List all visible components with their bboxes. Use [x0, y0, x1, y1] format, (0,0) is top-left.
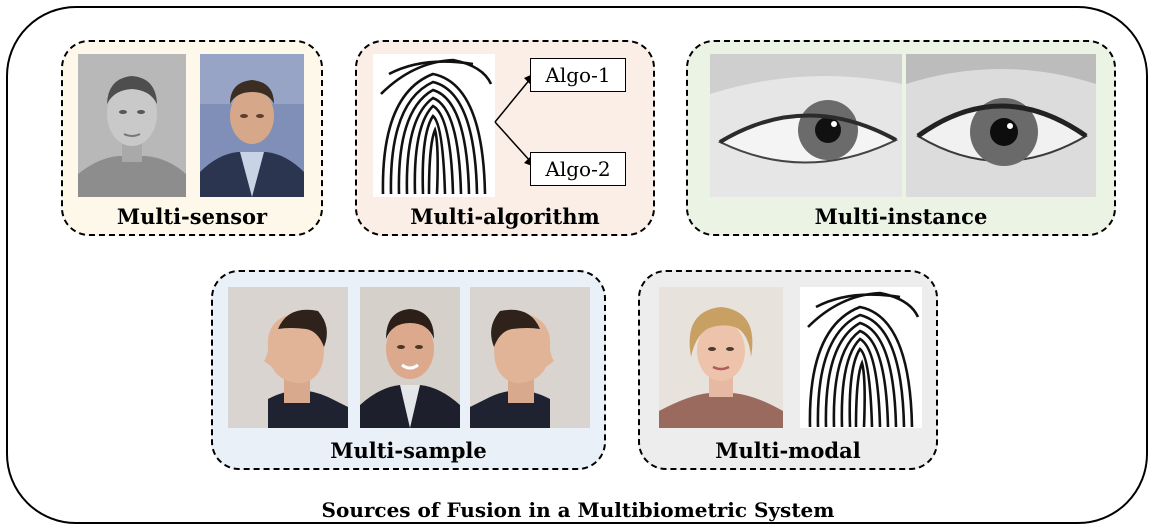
outer-frame	[6, 6, 1148, 524]
algo-2-box: Algo-2	[530, 152, 626, 186]
algo-1-box: Algo-1	[530, 58, 626, 92]
color-face-photo	[200, 54, 304, 197]
frontal-face-photo	[360, 287, 460, 428]
multi-sensor-group: Multi-sensor	[61, 40, 323, 236]
multi-instance-label: Multi-instance	[814, 204, 988, 229]
multi-sample-group: Multi-sample	[211, 270, 606, 470]
multi-instance-group: Multi-instance	[686, 40, 1116, 236]
fingerprint-image	[373, 54, 495, 197]
multi-sensor-label: Multi-sensor	[116, 204, 268, 229]
right-eye-image	[906, 54, 1096, 197]
multi-algorithm-group: Algo-1 Algo-2 Multi-algorithm	[355, 40, 655, 236]
left-eye-image	[710, 54, 902, 197]
multi-sample-label: Multi-sample	[330, 438, 487, 463]
multi-modal-label: Multi-modal	[715, 438, 861, 463]
multi-modal-group: Multi-modal	[638, 270, 938, 470]
grayscale-face-photo	[78, 54, 186, 197]
woman-face-photo	[659, 287, 783, 428]
fingerprint-image	[800, 287, 922, 428]
profile-right-photo	[470, 287, 590, 428]
multi-algorithm-label: Multi-algorithm	[410, 204, 600, 229]
figure-caption: Sources of Fusion in a Multibiometric Sy…	[321, 498, 835, 522]
profile-left-photo	[228, 287, 348, 428]
